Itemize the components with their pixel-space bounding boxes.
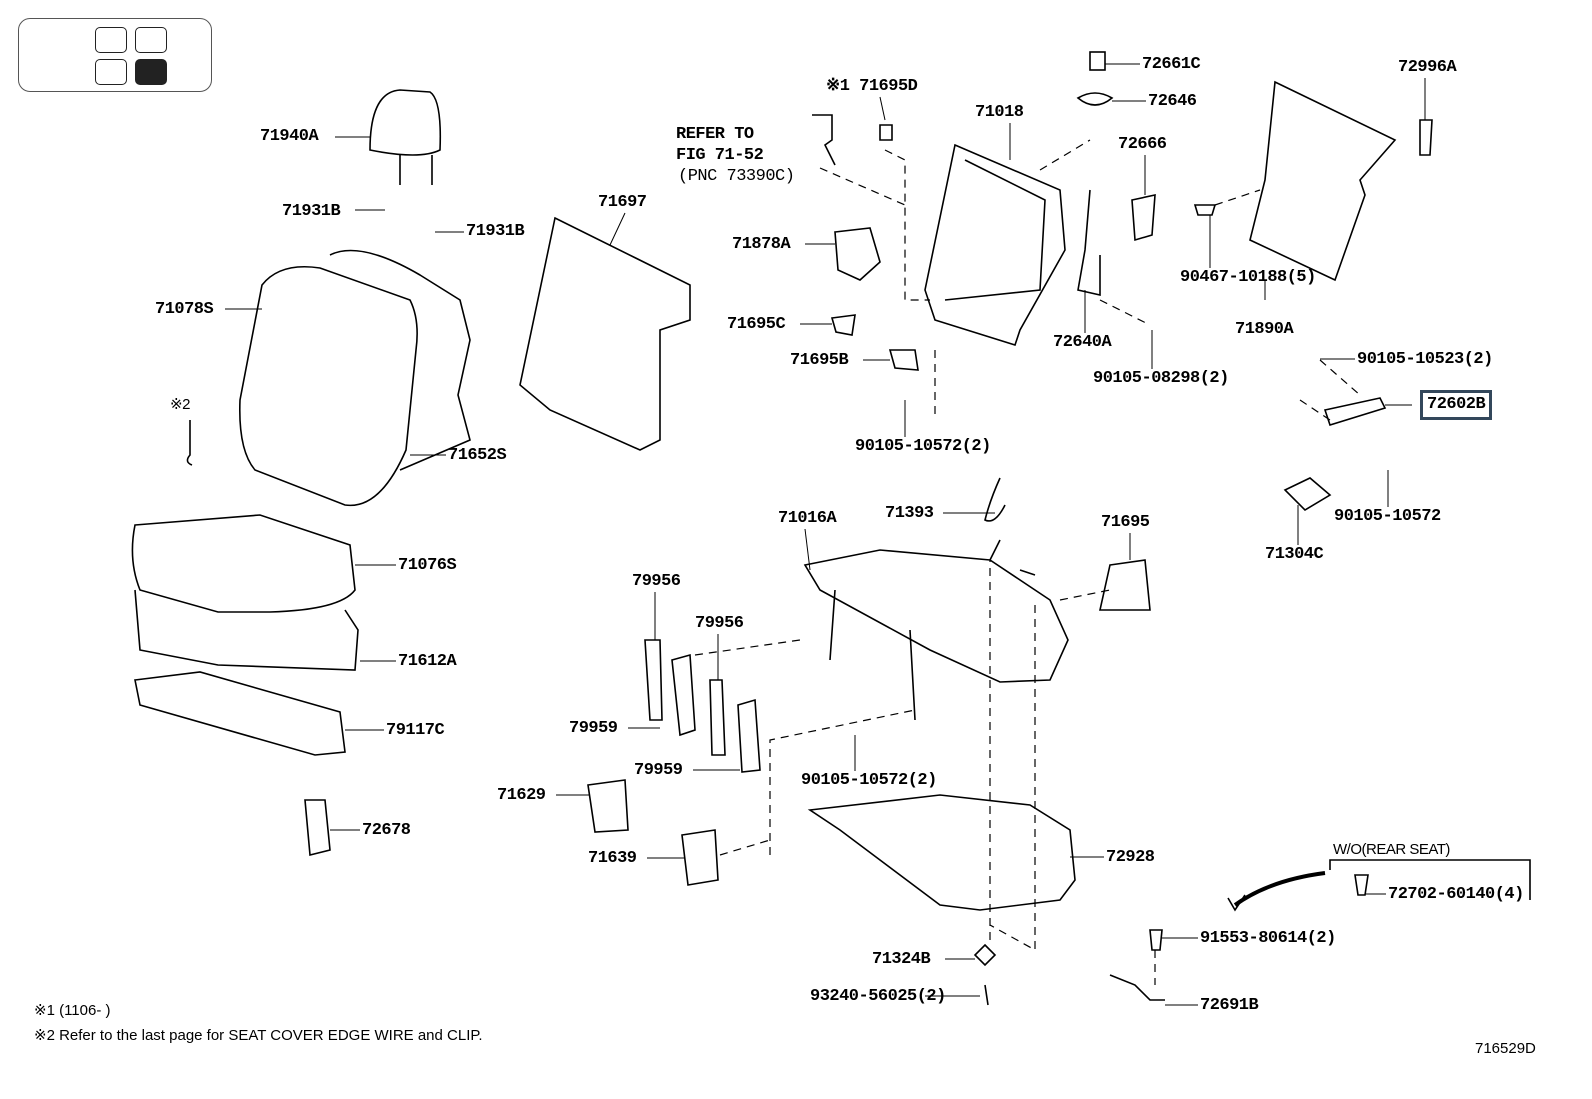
part-label[interactable]: 71629 <box>497 786 546 805</box>
footnote-2: ※2 Refer to the last page for SEAT COVER… <box>34 1027 483 1044</box>
part-label[interactable]: 90467-10188(5) <box>1180 268 1316 287</box>
part-label[interactable]: 71324B <box>872 950 931 969</box>
part-label[interactable]: 71697 <box>598 193 647 212</box>
part-label[interactable]: 71931B <box>282 202 341 221</box>
leader-line <box>879 96 886 121</box>
reference-line-2[interactable]: FIG 71-52 <box>676 146 764 165</box>
part-label[interactable]: 72678 <box>362 821 411 840</box>
part-label[interactable]: 72602B <box>1420 390 1493 420</box>
thumb-cell-bottom-left[interactable] <box>95 59 127 85</box>
seatback-board-part <box>519 216 691 451</box>
seatback-frame-part <box>924 143 1066 346</box>
part-label[interactable]: 71695C <box>727 315 786 334</box>
leader-line <box>804 528 811 571</box>
thumb-cell-top-right[interactable] <box>135 27 167 53</box>
under-tray-part <box>807 794 1076 911</box>
bracket-71695c <box>830 314 856 336</box>
part-label[interactable]: 79959 <box>634 761 683 780</box>
part-label[interactable]: ※1 71695D <box>826 77 918 96</box>
wire-71393 <box>984 477 1006 522</box>
part-label[interactable]: 93240-56025(2) <box>810 987 946 1006</box>
part-label[interactable]: ※2 <box>170 396 190 413</box>
part-label[interactable]: 72702-60140(4) <box>1388 885 1524 904</box>
part-label[interactable]: 71878A <box>732 235 791 254</box>
seat-cushion-frame-part <box>803 549 1069 683</box>
part-label[interactable]: 71931B <box>466 222 525 241</box>
part-label[interactable]: 90105-10572(2) <box>801 771 937 790</box>
part-label[interactable]: 90105-10572 <box>1334 507 1441 526</box>
part-label[interactable]: 79956 <box>632 572 681 591</box>
thumb-cell-top-left[interactable] <box>95 27 127 53</box>
bracket-71878a <box>834 227 881 281</box>
thumb-cell-bottom-right[interactable] <box>135 59 167 85</box>
part-label[interactable]: 90105-10523(2) <box>1357 350 1493 369</box>
part-label[interactable]: 72996A <box>1398 58 1457 77</box>
page-thumbnail-navigator[interactable] <box>18 18 212 92</box>
seat-cushion-cover-part <box>131 514 356 613</box>
part-label[interactable]: 71890A <box>1235 320 1294 339</box>
reference-line-1: REFER TO <box>676 125 754 144</box>
part-label[interactable]: 71639 <box>588 849 637 868</box>
part-label[interactable]: 71695B <box>790 351 849 370</box>
seatback-pad-part <box>329 249 471 471</box>
part-label[interactable]: 72661C <box>1142 55 1201 74</box>
back-panel-part <box>1249 80 1397 282</box>
reference-line-3: (PNC 73390C) <box>678 167 795 186</box>
part-label[interactable]: 72640A <box>1053 333 1112 352</box>
part-label[interactable]: 71940A <box>260 127 319 146</box>
part-label[interactable]: 91553-80614(2) <box>1200 929 1336 948</box>
part-label[interactable]: 72666 <box>1118 135 1167 154</box>
part-label[interactable]: 71652S <box>448 446 507 465</box>
seat-cushion-pad-part <box>134 589 359 671</box>
part-label[interactable]: 71612A <box>398 652 457 671</box>
part-label[interactable]: 71018 <box>975 103 1024 122</box>
part-label[interactable]: 72691B <box>1200 996 1259 1015</box>
part-label[interactable]: 71695 <box>1101 513 1150 532</box>
part-label[interactable]: 79959 <box>569 719 618 738</box>
bracket-71695 <box>1099 559 1151 611</box>
hook-part <box>304 799 331 857</box>
part-label[interactable]: 79956 <box>695 614 744 633</box>
part-label[interactable]: 71078S <box>155 300 214 319</box>
part-label[interactable]: 72646 <box>1148 92 1197 111</box>
bracket-71695b <box>888 349 919 371</box>
part-label[interactable]: 71076S <box>398 556 457 575</box>
part-label[interactable]: 71393 <box>885 504 934 523</box>
figure-id: 716529D <box>1475 1040 1536 1057</box>
part-label[interactable]: 79117C <box>386 721 445 740</box>
part-label[interactable]: 90105-08298(2) <box>1093 369 1229 388</box>
part-label[interactable]: 72928 <box>1106 848 1155 867</box>
seatback-cover-part <box>238 265 418 507</box>
seat-pad-part <box>134 671 346 756</box>
part-label[interactable]: 71304C <box>1265 545 1324 564</box>
headrest-part <box>369 89 442 156</box>
part-label[interactable]: 90105-10572(2) <box>855 437 991 456</box>
part-label[interactable]: 71016A <box>778 509 837 528</box>
lock-bracket-72602b <box>1323 397 1387 426</box>
leader-line <box>609 212 626 246</box>
seat-belt-buckle-part <box>812 114 836 166</box>
option-box-title: W/O(REAR SEAT) <box>1333 841 1450 858</box>
footnote-1: ※1 (1106- ) <box>34 1002 111 1019</box>
